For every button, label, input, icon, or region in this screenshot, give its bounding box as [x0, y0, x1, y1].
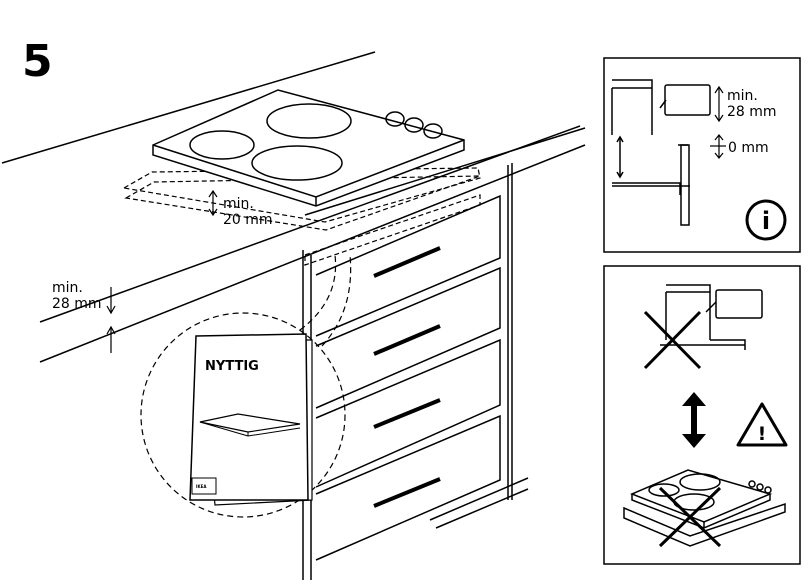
- warning-glyph: !: [758, 423, 767, 445]
- hob-gap-label-line2: 20 mm: [223, 212, 273, 228]
- info-panel-drawing: [611, 79, 711, 226]
- info-label-top-line2: 28 mm: [727, 104, 777, 120]
- info-icon-glyph: i: [762, 207, 770, 235]
- hob-knobs: [385, 111, 443, 139]
- magnifier-circle: [140, 254, 352, 518]
- booklet-logo: IKEA: [196, 484, 207, 489]
- cross-icon: [643, 310, 702, 370]
- info-panel: min. 28 mm 0 mm i: [603, 57, 801, 253]
- booklet-title: NYTTIG: [205, 359, 259, 374]
- double-arrow-icon: [682, 392, 706, 448]
- step-number: 5: [22, 36, 53, 87]
- cross-icon: [658, 486, 722, 548]
- hob-gap-label-line1: min.: [223, 196, 254, 212]
- info-label-top-line1: min.: [727, 88, 758, 104]
- worktop-label-line1: min.: [52, 280, 83, 296]
- wrong-hob-drawing: [623, 469, 786, 547]
- ikea-logo: [191, 477, 217, 495]
- cabinet: [302, 163, 529, 580]
- info-0mm-arrow: [710, 134, 726, 159]
- hob: [152, 89, 465, 207]
- worktop-dimension-arrow: [106, 287, 116, 353]
- worktop-label-line2: 28 mm: [52, 296, 102, 312]
- warning-triangle-icon: !: [736, 402, 788, 447]
- worktop: [1, 51, 586, 363]
- info-label-gap: 0 mm: [728, 140, 769, 156]
- info-icon: i: [745, 199, 787, 241]
- booklet: IKEA: [189, 333, 313, 506]
- info-28mm-arrow: [714, 85, 724, 123]
- warning-panel: !: [603, 265, 801, 565]
- gap-dimension-arrow: [208, 189, 218, 217]
- wrong-mounting-drawing: [660, 284, 763, 350]
- cutout-outline: [122, 167, 481, 266]
